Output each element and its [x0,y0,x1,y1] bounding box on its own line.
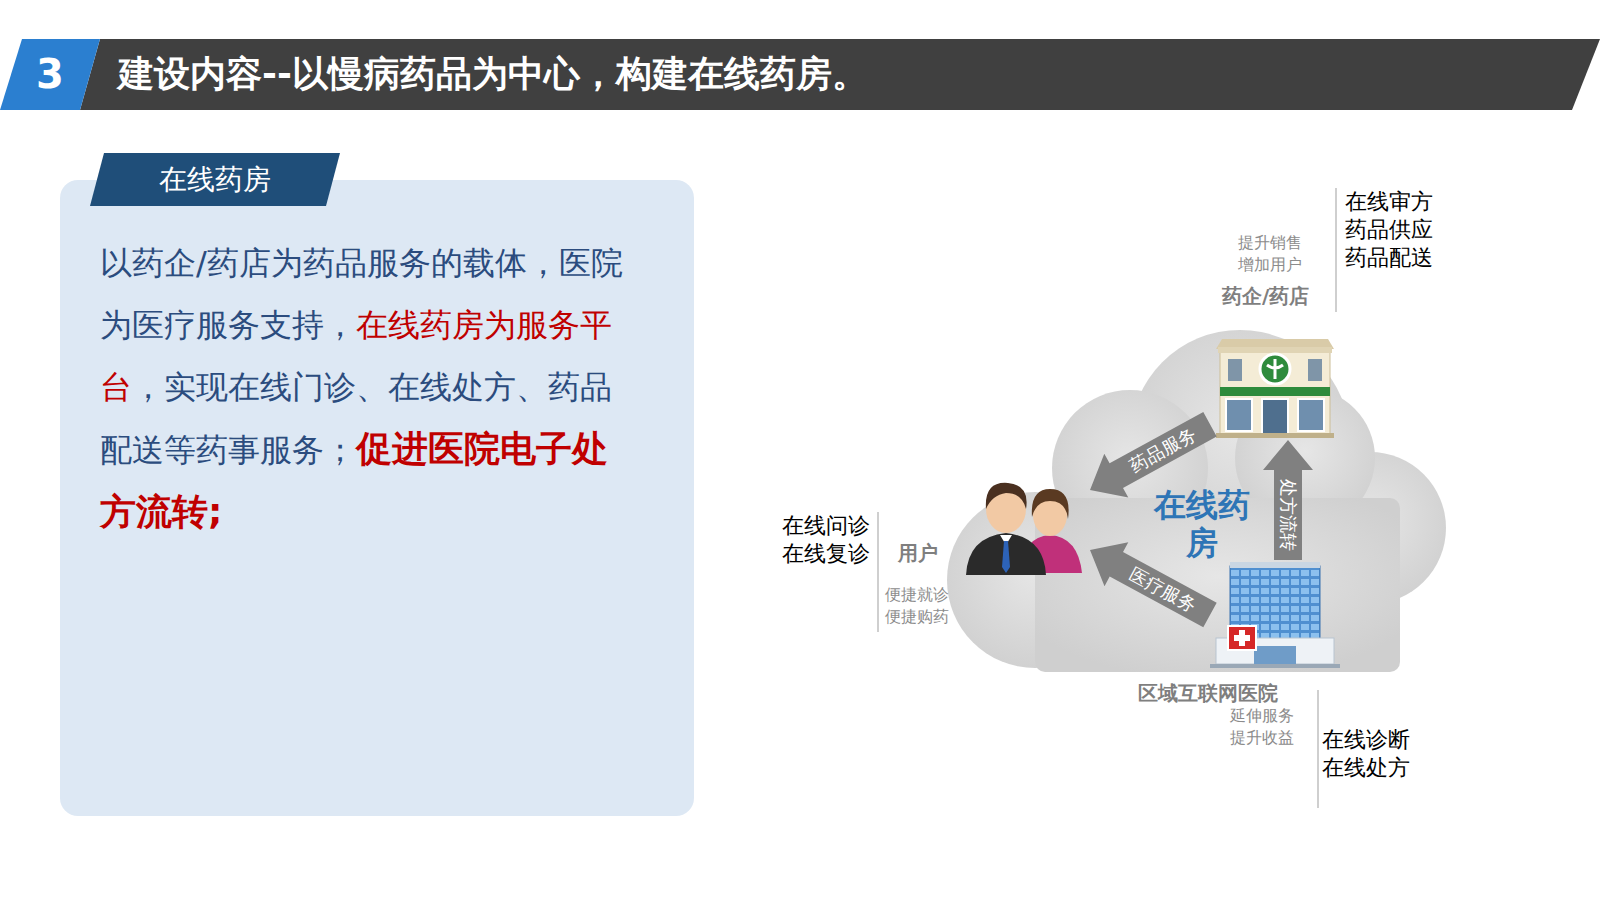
text-wrap: 用户 [898,540,938,567]
number-badge [0,39,100,110]
text-wrap: 延伸服务 提升收益 [1230,705,1304,749]
text-wrap: 在线审方 药品供应 药品配送 [1345,188,1446,272]
leader-line [1317,690,1319,808]
pharmacy-node: 药企/药店提升销售 增加用户在线审方 药品供应 药品配送 [1210,335,1340,440]
cloud-platform: 在线药房 药企/药店提升销售 增加用户在线审方 药品供应 药品配送用户便捷就诊 便… [940,318,1450,678]
leader-line [877,512,879,632]
node-name: 药企/药店 [1222,283,1309,310]
flow-arrow [1263,440,1313,560]
benefit-note: 便捷就诊 便捷购药 [885,584,959,628]
benefit-note: 延伸服务 提升收益 [1230,705,1304,749]
text-panel: 在线药房以药企/药店为药品服务的载体，医院为医疗服务支持，在线药房为服务平台，实… [60,180,694,816]
flow-arrow [1090,542,1217,627]
slide-title: 建设内容--以慢病药品为中心，构建在线药房。 [118,50,868,99]
number-wrap: 3 [14,40,86,108]
cloud-label-wrap: 在线药房 [1150,486,1254,562]
leader-line [1335,188,1337,312]
text-wrap: 在线诊断 在线处方 [1322,726,1423,782]
text-wrap: 在线问诊 在线复诊 [782,512,883,568]
text-wrap: 便捷就诊 便捷购药 [885,584,959,628]
service-list: 在线审方 药品供应 药品配送 [1345,188,1446,272]
title-bar [80,39,1600,110]
arrow-label: 处方流转 [1277,477,1299,553]
user-icon [962,475,1090,575]
title-wrap: 建设内容--以慢病药品为中心，构建在线药房。 [118,40,868,108]
hospital-icon [1210,560,1340,670]
service-list: 在线问诊 在线复诊 [782,512,883,568]
section-number: 3 [36,51,64,97]
node-name: 区域互联网医院 [1138,680,1278,707]
node-name: 用户 [898,540,938,567]
panel-body: 以药企/药店为药品服务的载体，医院为医疗服务支持，在线药房为服务平台，实现在线门… [100,232,640,544]
hospital-node: 区域互联网医院延伸服务 提升收益在线诊断 在线处方 [1210,560,1340,670]
panel-heading: 在线药房 [159,161,271,199]
text-wrap: 提升销售 增加用户 [1238,232,1312,276]
service-list: 在线诊断 在线处方 [1322,726,1423,782]
text-wrap: 区域互联网医院 [1138,680,1278,707]
text-wrap: 药企/药店 [1222,283,1309,310]
user-node: 用户便捷就诊 便捷购药在线问诊 在线复诊 [962,475,1090,575]
benefit-note: 提升销售 增加用户 [1238,232,1312,276]
panel-tab: 在线药房 [90,153,340,206]
flow-arrow [1090,412,1217,498]
pharmacy-icon [1210,335,1340,440]
cloud-label: 在线药房 [1150,486,1254,562]
